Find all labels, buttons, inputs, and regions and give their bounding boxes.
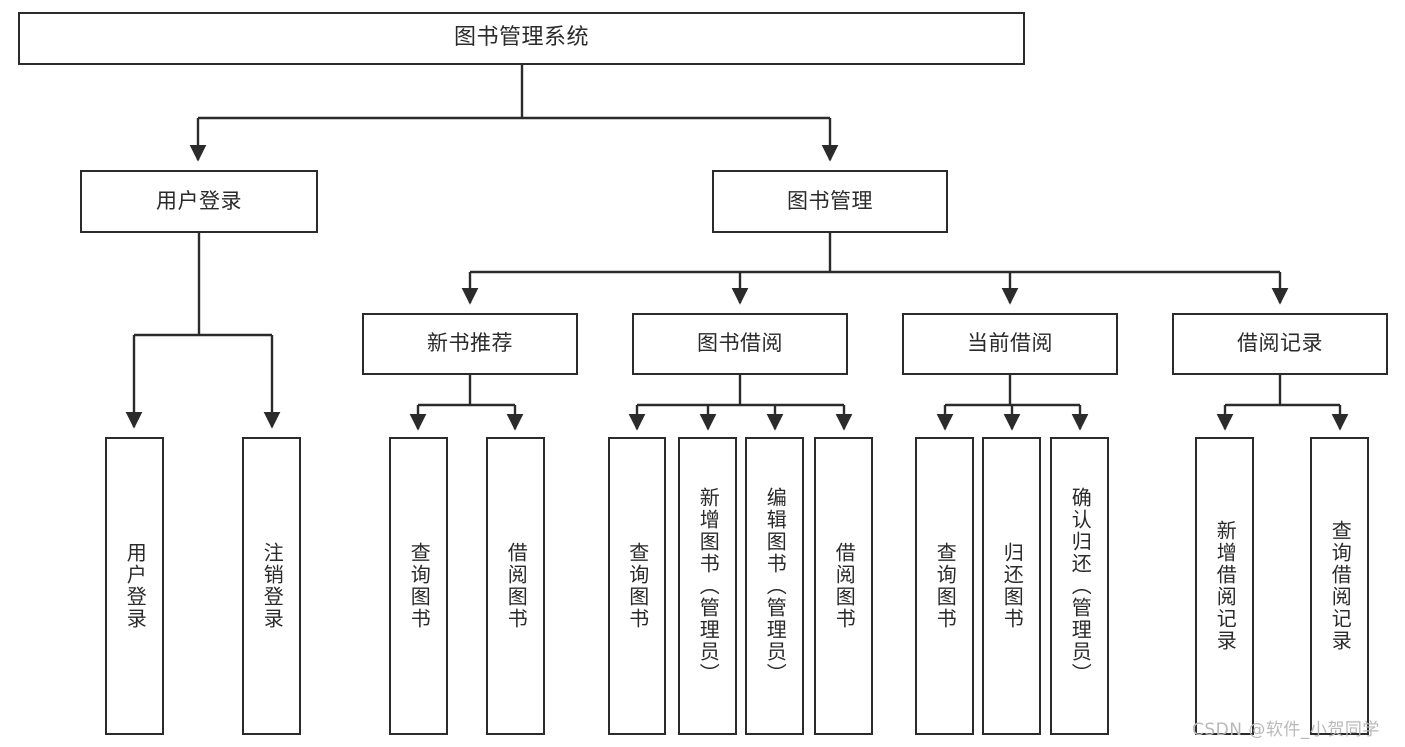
node-book-management[interactable]: 图书管理 xyxy=(712,170,948,233)
node-book-borrow[interactable]: 图书借阅 xyxy=(632,313,848,375)
node-label: 查询借阅记录 xyxy=(1328,520,1353,652)
node-current-borrow[interactable]: 当前借阅 xyxy=(902,313,1118,375)
node-label: 新增借阅记录 xyxy=(1213,520,1238,652)
leaf-query-book-bb[interactable]: 查询图书 xyxy=(608,437,666,735)
node-label: 图书借阅 xyxy=(697,331,783,356)
node-book-management-system[interactable]: 图书管理系统 xyxy=(18,12,1025,65)
node-borrow-record[interactable]: 借阅记录 xyxy=(1172,313,1388,375)
leaf-query-borrow-record[interactable]: 查询借阅记录 xyxy=(1310,437,1369,735)
node-label: 新书推荐 xyxy=(427,331,513,356)
node-label: 注销登录 xyxy=(260,542,285,630)
leaf-query-book-cb[interactable]: 查询图书 xyxy=(915,437,974,735)
node-label: 用户登录 xyxy=(123,542,148,630)
leaf-return-book[interactable]: 归还图书 xyxy=(982,437,1041,735)
leaf-add-book-admin[interactable]: 新增图书（管理员） xyxy=(678,437,737,735)
node-label: 归还图书 xyxy=(1000,542,1025,630)
node-label: 借阅图书 xyxy=(832,542,857,630)
node-label: 当前借阅 xyxy=(967,331,1053,356)
node-label: 查询图书 xyxy=(933,542,958,630)
leaf-borrow-book-nbr[interactable]: 借阅图书 xyxy=(486,437,545,735)
leaf-logout[interactable]: 注销登录 xyxy=(242,437,301,735)
leaf-user-login[interactable]: 用户登录 xyxy=(105,437,164,735)
leaf-edit-book-admin[interactable]: 编辑图书（管理员） xyxy=(745,437,804,735)
node-user-login[interactable]: 用户登录 xyxy=(80,170,318,233)
leaf-borrow-book-bb[interactable]: 借阅图书 xyxy=(814,437,873,735)
node-label: 图书管理系统 xyxy=(453,25,589,51)
node-label: 借阅记录 xyxy=(1237,331,1323,356)
node-label: 借阅图书 xyxy=(504,542,529,630)
leaf-confirm-return-admin[interactable]: 确认归还（管理员） xyxy=(1050,437,1109,735)
node-label: 新增图书（管理员） xyxy=(696,487,721,685)
node-label: 查询图书 xyxy=(625,542,650,630)
node-label: 确认归还（管理员） xyxy=(1068,487,1093,685)
node-new-book-recommend[interactable]: 新书推荐 xyxy=(362,313,578,375)
node-label: 查询图书 xyxy=(407,542,432,630)
node-label: 编辑图书（管理员） xyxy=(763,487,788,685)
leaf-add-borrow-record[interactable]: 新增借阅记录 xyxy=(1195,437,1254,735)
node-label: 用户登录 xyxy=(156,188,242,213)
leaf-query-book-nbr[interactable]: 查询图书 xyxy=(389,437,448,735)
node-label: 图书管理 xyxy=(787,188,873,213)
